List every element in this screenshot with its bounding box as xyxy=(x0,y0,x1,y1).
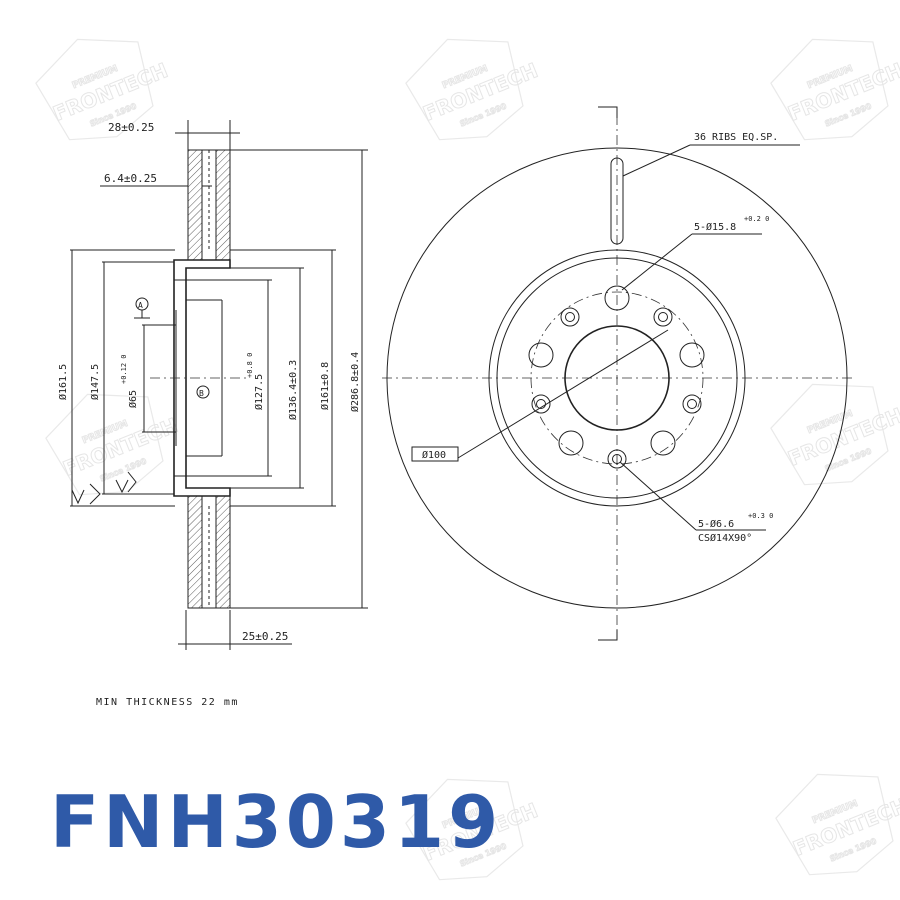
countersunk-hole xyxy=(687,399,697,409)
dim-d127-5: Ø127.5 xyxy=(253,374,265,410)
countersink-label: CSØ14X90° xyxy=(698,532,752,544)
front-view: 36 RIBS EQ.SP. 5-Ø15.8 +0.2 0 Ø100 5-Ø6.… xyxy=(382,106,855,641)
bolt-hole xyxy=(604,285,630,311)
watermark: FRONTECH PREMIUM Since 1990 xyxy=(770,38,900,141)
dim-d161: Ø161±0.8 xyxy=(319,362,331,410)
countersunk-hole xyxy=(560,307,580,327)
countersunk-hole xyxy=(565,312,575,322)
watermark: FRONTECH PREMIUM Since 1990 xyxy=(770,383,900,486)
part-number-title: FNH30319 xyxy=(50,780,503,864)
min-thickness-note: MIN THICKNESS 22 mm xyxy=(96,697,239,708)
datum-a-label: A xyxy=(138,301,143,310)
friction-ring-inner-edge xyxy=(488,249,746,507)
hat-edge xyxy=(496,257,738,499)
ribs-note: 36 RIBS EQ.SP. xyxy=(694,132,778,143)
countersunk-hole xyxy=(653,307,673,327)
dim-hat-height: 25±0.25 xyxy=(242,630,288,643)
countersunk-hole xyxy=(536,399,546,409)
dim-d161-5: Ø161.5 xyxy=(57,364,69,400)
bolt-hole xyxy=(679,342,705,368)
countersunk-holes xyxy=(531,307,702,469)
outer-friction-ring-top xyxy=(215,149,231,261)
dim-d127-5-tol: +0.8 0 xyxy=(246,353,254,378)
pcd-label: Ø100 xyxy=(422,449,446,461)
small-holes-tol: +0.3 0 xyxy=(748,512,773,520)
watermark: FRONTECH PREMIUM Since 1990 xyxy=(405,38,542,141)
dim-d147-5: Ø147.5 xyxy=(89,364,101,400)
dim-d65: Ø65 xyxy=(127,390,139,408)
dim-d286-8: Ø286.8±0.4 xyxy=(349,352,361,412)
inner-friction-ring-top xyxy=(187,149,203,261)
inner-friction-ring-bottom xyxy=(187,495,203,609)
bolt-holes-tol: +0.2 0 xyxy=(744,215,769,223)
dim-overall-width: 28±0.25 xyxy=(108,121,154,134)
datum-b-label: B xyxy=(199,389,204,398)
vent-rib-slot xyxy=(610,157,624,245)
outer-friction-ring-bottom xyxy=(215,495,231,609)
side-section-view: B 28±0.25 6.4±0.25 25±0.25 Ø161.5 Ø147. xyxy=(57,120,368,650)
small-holes-label: 5-Ø6.6 xyxy=(698,518,734,530)
watermark: FRONTECH PREMIUM Since 1990 xyxy=(775,773,900,876)
centre-bore xyxy=(564,325,670,431)
dim-d136-4: Ø136.4±0.3 xyxy=(287,360,299,420)
bolt-holes-label: 5-Ø15.8 xyxy=(694,221,736,233)
dim-d65-tol: +0.12 0 xyxy=(120,354,128,384)
outer-disc-edge xyxy=(386,147,848,609)
bolt-hole xyxy=(558,430,584,456)
bolt-holes xyxy=(528,285,705,456)
countersunk-hole xyxy=(658,312,668,322)
countersunk-hole xyxy=(612,454,622,464)
countersunk-hole xyxy=(607,449,627,469)
dim-hat-thickness: 6.4±0.25 xyxy=(104,172,157,185)
countersunk-hole xyxy=(682,394,702,414)
watermark: FRONTECH PREMIUM Since 1990 xyxy=(35,38,172,141)
bolt-hole xyxy=(650,430,676,456)
bolt-hole xyxy=(528,342,554,368)
countersunk-hole xyxy=(531,394,551,414)
